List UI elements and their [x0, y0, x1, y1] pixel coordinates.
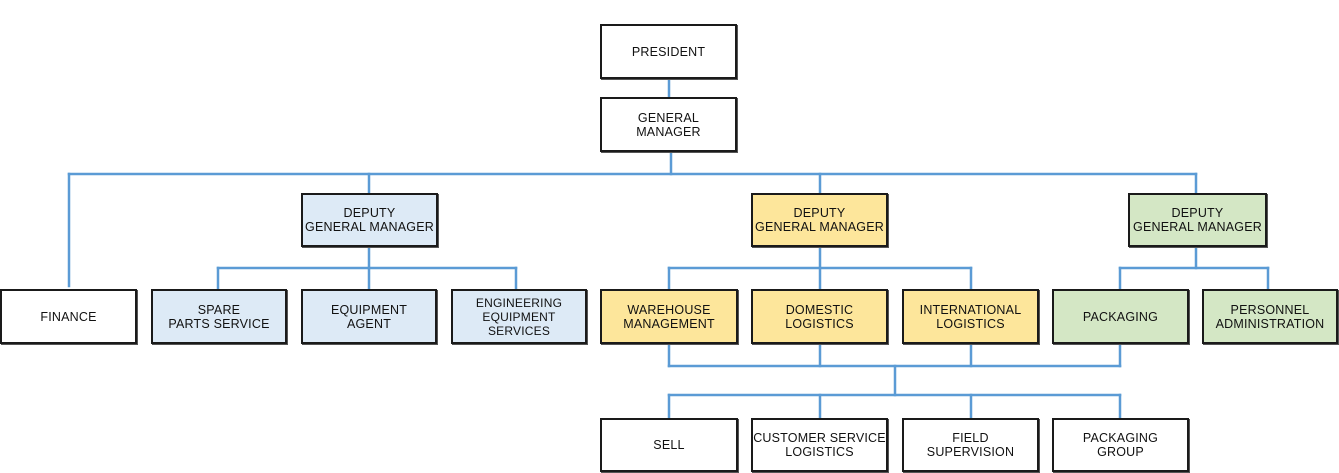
node-domestic-logistics: DOMESTIC LOGISTICS: [751, 289, 888, 344]
node-international-logistics: INTERNATIONAL LOGISTICS: [902, 289, 1039, 344]
node-sell: SELL: [600, 418, 738, 472]
node-deputy-general-manager-blue: DEPUTY GENERAL MANAGER: [301, 193, 438, 247]
node-equipment-agent: EQUIPMENT AGENT: [301, 289, 437, 344]
node-warehouse-management: WAREHOUSE MANAGEMENT: [600, 289, 738, 344]
node-customer-service-logistics: CUSTOMER SERVICE LOGISTICS: [751, 418, 888, 472]
node-packaging-group: PACKAGING GROUP: [1052, 418, 1189, 472]
node-field-supervision: FIELD SUPERVISION: [902, 418, 1039, 472]
node-personnel-administration: PERSONNEL ADMINISTRATION: [1202, 289, 1338, 344]
node-deputy-general-manager-green: DEPUTY GENERAL MANAGER: [1128, 193, 1267, 247]
node-deputy-general-manager-yellow: DEPUTY GENERAL MANAGER: [751, 193, 888, 247]
node-finance: FINANCE: [0, 289, 137, 344]
node-general-manager: GENERAL MANAGER: [600, 97, 737, 152]
node-packaging: PACKAGING: [1052, 289, 1189, 344]
node-engineering-equipment-services: ENGINEERING EQUIPMENT SERVICES: [451, 289, 587, 344]
node-spare-parts-service: SPARE PARTS SERVICE: [151, 289, 287, 344]
node-president: PRESIDENT: [600, 24, 737, 79]
